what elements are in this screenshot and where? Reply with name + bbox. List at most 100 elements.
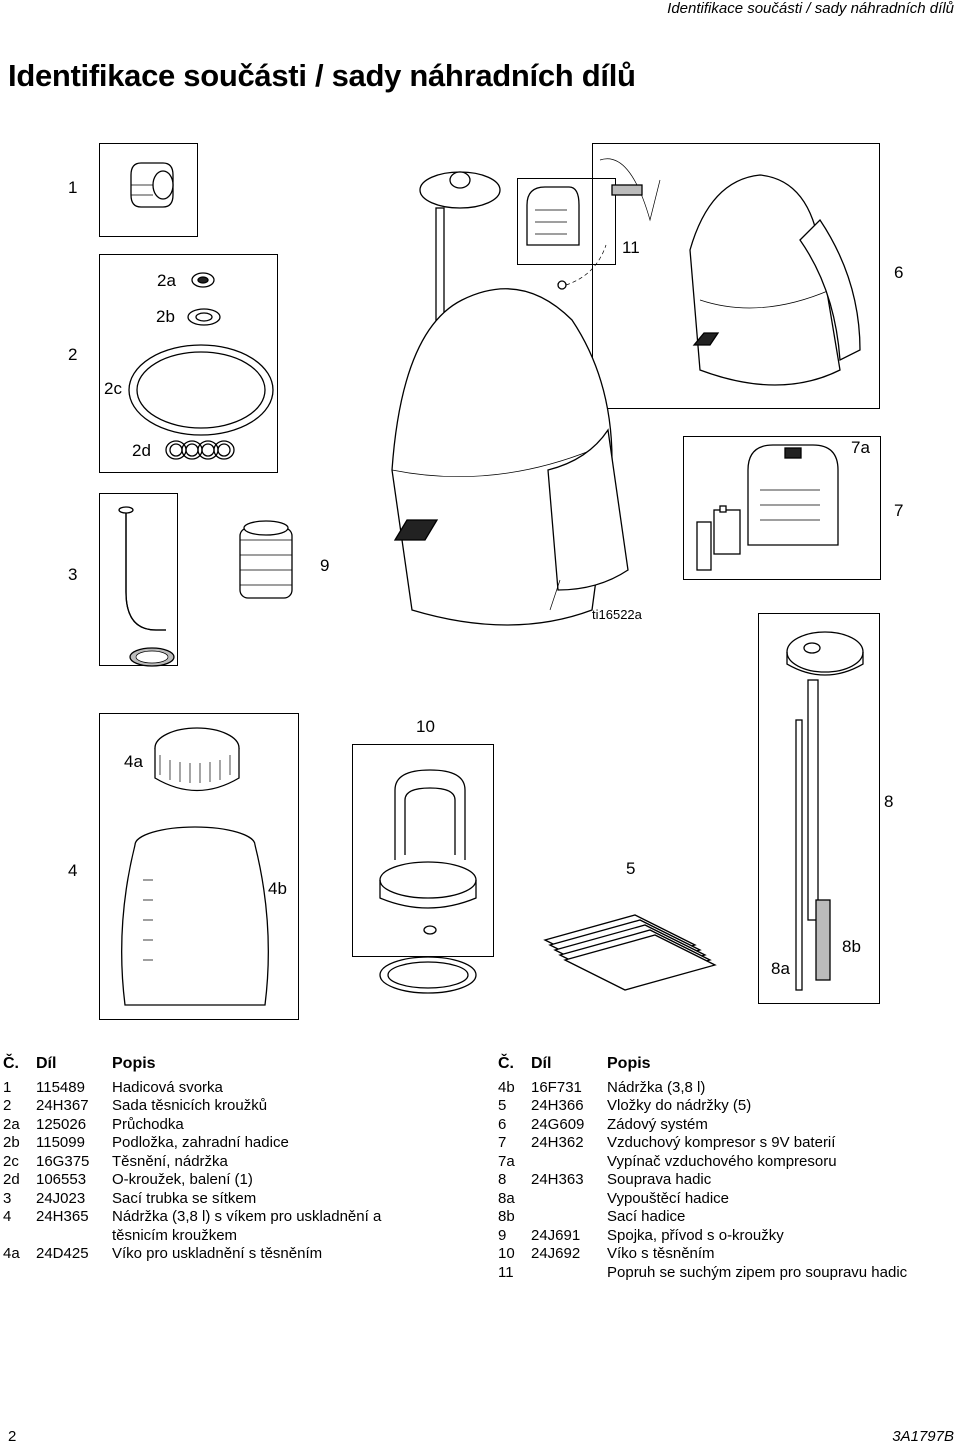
part-cell: 24H366 xyxy=(531,1097,584,1114)
callout-7a: 7a xyxy=(851,438,870,457)
ref-cell: 2a xyxy=(3,1115,20,1133)
liners-drawing xyxy=(543,914,717,991)
ref-cell: 4b xyxy=(498,1078,515,1096)
col-header-ref: Č. xyxy=(498,1055,514,1072)
callout-4a: 4a xyxy=(124,752,143,771)
box-part-11 xyxy=(517,178,616,265)
table-row: 4b 16F731 Nádržka (3,8 l) xyxy=(498,1079,958,1098)
ref-cell: 2 xyxy=(3,1097,12,1114)
part-cell: 24G609 xyxy=(531,1115,585,1133)
running-header: Identifikace součásti / sady náhradních … xyxy=(667,0,954,17)
box-part-7 xyxy=(683,436,881,580)
part-cell xyxy=(531,1190,607,1209)
description-cell: Nádržka (3,8 l) xyxy=(607,1078,706,1096)
callout-10: 10 xyxy=(416,717,435,736)
description-cell: Podložka, zahradní hadice xyxy=(112,1134,289,1151)
part-cell: 24D425 xyxy=(36,1245,89,1262)
description-cell: Spojka, přívod s o-kroužky xyxy=(607,1226,784,1244)
part-cell: 24J692 xyxy=(531,1245,581,1262)
part-cell: 16G375 xyxy=(36,1152,90,1170)
callout-8b: 8b xyxy=(842,937,861,956)
callout-7: 7 xyxy=(894,501,904,520)
hose-kit-drawing xyxy=(786,631,864,991)
figure-id: ti16522a xyxy=(592,607,642,622)
callout-8: 8 xyxy=(884,792,894,811)
part-cell: 24H367 xyxy=(36,1097,89,1114)
callout-5: 5 xyxy=(626,859,636,878)
part-cell: 115099 xyxy=(36,1134,85,1151)
gasket-drawing xyxy=(128,344,274,436)
description-cell: Popruh se suchým zipem pro soupravu hadi… xyxy=(607,1263,908,1281)
description-cell: Nádržka (3,8 l) s víkem pro uskladnění a… xyxy=(112,1208,382,1244)
ref-cell: 8b xyxy=(498,1208,515,1225)
callout-4: 4 xyxy=(68,861,78,880)
document-id: 3A1797B xyxy=(892,1428,954,1445)
part-cell: 106553 xyxy=(36,1171,87,1188)
ref-cell: 3 xyxy=(3,1189,12,1207)
page-number: 2 xyxy=(8,1428,17,1445)
callout-2c: 2c xyxy=(104,379,122,398)
table-row: 10 24J692 Víko s těsněním xyxy=(498,1245,958,1264)
part-cell: 16F731 xyxy=(531,1078,582,1096)
box-part-2 xyxy=(99,254,278,473)
ref-cell: 4a xyxy=(3,1245,20,1262)
line-art xyxy=(118,158,864,1006)
ref-cell: 6 xyxy=(498,1115,507,1133)
page-title: Identifikace součásti / sady náhradních … xyxy=(8,58,636,93)
box-part-4 xyxy=(99,713,299,1020)
ref-cell: 7 xyxy=(498,1134,507,1151)
callout-9: 9 xyxy=(320,556,330,575)
table-row: 8a Vypouštěcí hadice xyxy=(498,1190,958,1209)
ref-cell: 10 xyxy=(498,1245,515,1262)
reservoir-drawing xyxy=(121,826,269,1006)
part-cell: 24J023 xyxy=(36,1189,86,1207)
callout-11: 11 xyxy=(622,238,640,257)
ref-cell: 7a xyxy=(498,1152,515,1170)
velcro-strap-drawing xyxy=(526,186,607,290)
part-cell xyxy=(531,1208,607,1227)
col-header-description: Popis xyxy=(112,1055,156,1072)
callout-1: 1 xyxy=(68,178,78,197)
part-cell: 24H362 xyxy=(531,1134,584,1151)
description-cell: Vypouštěcí hadice xyxy=(607,1189,730,1207)
washer-drawing xyxy=(187,308,221,326)
description-cell: Sací hadice xyxy=(607,1208,686,1225)
box-part-8 xyxy=(758,613,880,1004)
description-cell: Průchodka xyxy=(112,1115,184,1133)
description-cell: Sada těsnicích kroužků xyxy=(112,1097,268,1114)
callout-2: 2 xyxy=(68,345,78,364)
description-cell: Víko s těsněním xyxy=(607,1245,715,1262)
callout-2d: 2d xyxy=(132,441,151,460)
ref-cell: 8a xyxy=(498,1189,515,1207)
box-part-6 xyxy=(592,143,880,409)
ref-cell: 1 xyxy=(3,1078,12,1096)
grommet-drawing xyxy=(191,272,215,288)
ref-cell: 4 xyxy=(3,1208,12,1225)
box-part-3 xyxy=(99,493,178,666)
ref-cell: 11 xyxy=(498,1263,514,1281)
backpack-frame-drawing xyxy=(599,158,861,386)
ref-cell: 2b xyxy=(3,1134,20,1151)
col-header-part: Díl xyxy=(531,1055,552,1072)
part-cell xyxy=(531,1153,607,1172)
box-part-1 xyxy=(99,143,198,237)
callout-3: 3 xyxy=(68,565,78,584)
col-header-part: Díl xyxy=(36,1055,57,1072)
table-header-row: Č. Díl Popis xyxy=(3,1055,463,1079)
compressor-drawing xyxy=(696,444,839,571)
table-row: 2b 115099 Podložka, zahradní hadice xyxy=(3,1134,463,1153)
callout-6: 6 xyxy=(894,263,904,282)
ref-cell: 2c xyxy=(3,1152,19,1170)
ref-cell: 8 xyxy=(498,1171,507,1188)
table-row: 11 Popruh se suchým zipem pro soupravu ha… xyxy=(498,1264,958,1283)
part-cell: 24H363 xyxy=(531,1171,584,1188)
